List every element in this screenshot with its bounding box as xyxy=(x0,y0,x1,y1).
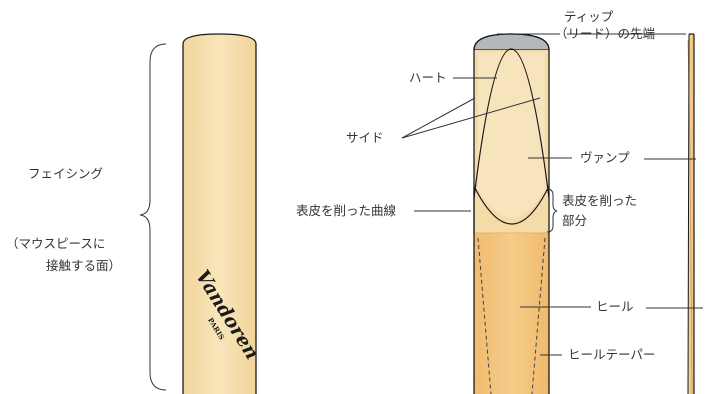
label-vamp: ヴァンプ xyxy=(580,150,630,165)
facing-reed xyxy=(182,33,257,394)
label-tip-line2: （リード）の先端 xyxy=(555,26,655,41)
vamp-reed xyxy=(473,33,550,394)
label-heart: ハート xyxy=(409,70,447,85)
label-facing-line1: フェイシング xyxy=(28,166,103,181)
heel-taper-right xyxy=(531,237,546,394)
reed-heart-curve xyxy=(473,48,550,199)
reed-heel xyxy=(474,233,549,394)
reed-vamp-area xyxy=(478,52,545,218)
label-tip-line1: ティップ xyxy=(564,9,614,24)
label-heel: ヒール xyxy=(596,299,634,314)
label-side: サイド xyxy=(346,130,384,145)
label-facing-line2: （マウスピースに xyxy=(6,236,105,251)
cut-part-brace xyxy=(546,188,558,233)
profile-reed xyxy=(687,33,695,394)
label-heel-taper: ヒールテーパー xyxy=(568,347,655,362)
label-cut-part-line1: 表皮を削った xyxy=(562,193,637,208)
leader-lines xyxy=(401,33,703,356)
label-cut-curve: 表皮を削った曲線 xyxy=(296,203,397,218)
reed-tip xyxy=(473,33,550,51)
label-cut-part-line2: 部分 xyxy=(562,213,587,228)
label-facing-line3: 接触する面） xyxy=(46,258,121,273)
facing-brace xyxy=(139,43,167,391)
reed-cut-curve xyxy=(473,185,550,225)
heel-taper-left xyxy=(477,237,492,394)
